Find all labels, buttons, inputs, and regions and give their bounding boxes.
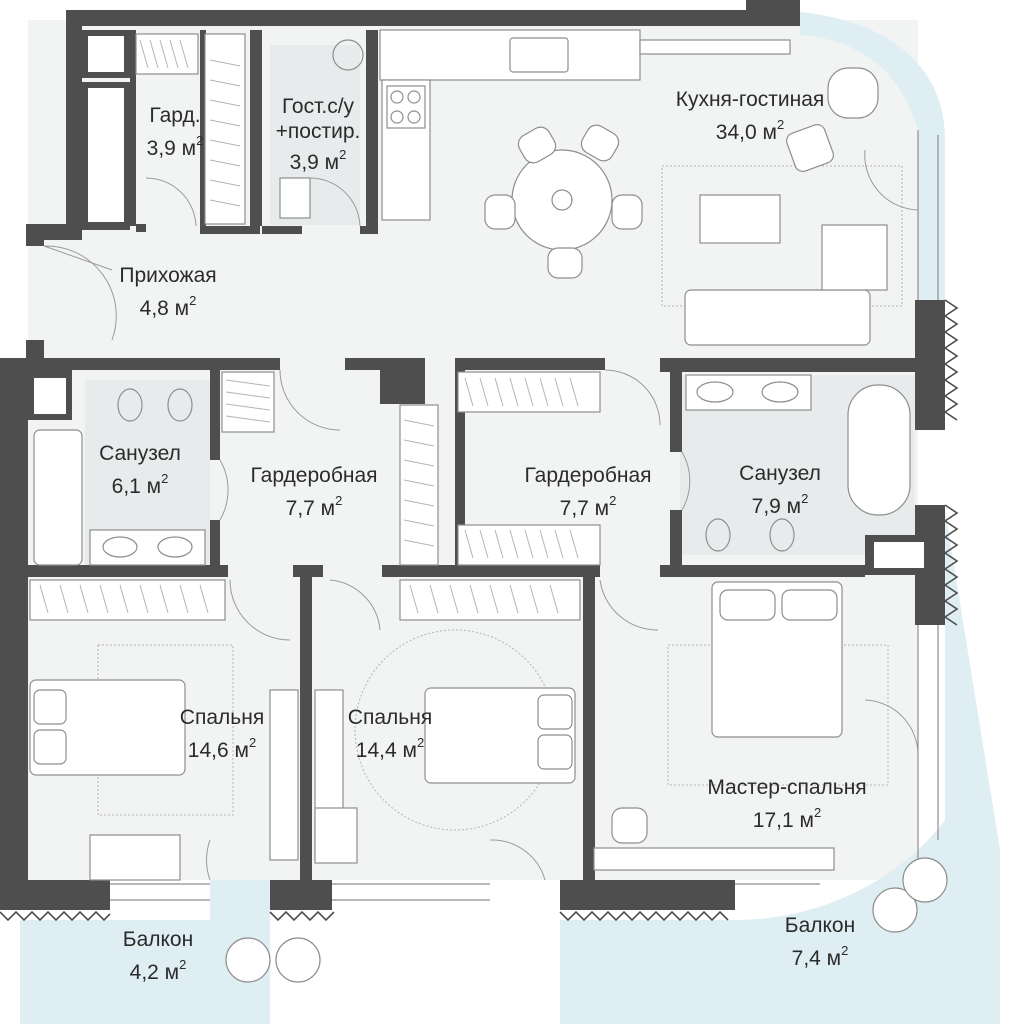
room-area: 7,7 м2 [285, 493, 343, 520]
room-label-bedroom1: Спальня 14,6 м2 [180, 704, 264, 764]
room-name: Балкон [122, 928, 194, 951]
room-name: Гард. [149, 104, 201, 127]
room-name: Гардеробная [524, 464, 652, 487]
room-area: 14,4 м2 [355, 735, 425, 762]
room-label-bath2: Санузел 7,9 м2 [739, 460, 821, 520]
room-name: Санузел [99, 442, 181, 465]
room-area: 14,6 м2 [187, 735, 257, 762]
room-area: 34,0 м2 [715, 117, 785, 144]
room-name: Спальня [347, 706, 433, 729]
room-area: 7,4 м2 [791, 943, 849, 970]
room-name: Кухня-гостиная [675, 88, 825, 111]
room-area: 7,9 м2 [751, 491, 809, 518]
room-name: Гардеробная [250, 464, 378, 487]
room-label-bedroom2: Спальня 14,4 м2 [348, 704, 432, 764]
kitchen-furniture [379, 29, 888, 346]
room-area: 4,8 м2 [139, 293, 197, 320]
room-name: Балкон [784, 914, 856, 937]
room-label-wardrobe2: Гардеробная 7,7 м2 [524, 462, 651, 522]
room-label-kitchen: Кухня-гостиная 34,0 м2 [676, 86, 825, 146]
room-name-line1: Гост.с/у [281, 95, 355, 118]
room-label-bath1: Санузел 6,1 м2 [99, 440, 181, 500]
room-area: 6,1 м2 [111, 471, 169, 498]
room-area: 3,9 м2 [289, 147, 347, 174]
room-label-balcony1: Балкон 4,2 м2 [123, 926, 193, 986]
windows [110, 130, 939, 901]
room-area: 4,2 м2 [129, 957, 187, 984]
room-label-wardrobe1: Гардеробная 7,7 м2 [250, 462, 377, 522]
room-label-hall: Прихожая 4,8 м2 [119, 262, 216, 322]
room-label-balcony2: Балкон 7,4 м2 [785, 912, 855, 972]
doors [43, 149, 919, 881]
room-name: Спальня [179, 706, 265, 729]
room-label-master-bedroom: Мастер-спальня 17,1 м2 [707, 774, 866, 834]
room-area: 3,9 м2 [146, 133, 204, 160]
bedroom-furniture [29, 581, 843, 881]
walls [0, 0, 945, 910]
bathroom-fixtures [33, 39, 911, 566]
room-name: Санузел [739, 462, 821, 485]
room-area: 7,7 м2 [559, 493, 617, 520]
room-name: Прихожая [119, 264, 217, 287]
balcony-planters [225, 857, 948, 983]
room-label-gard: Гард. 3,9 м2 [147, 102, 204, 162]
room-name: Мастер-спальня [707, 776, 867, 799]
room-name-line2: +постир. [275, 120, 361, 143]
facade-hatching [0, 299, 959, 922]
room-area: 17,1 м2 [752, 805, 822, 832]
room-label-guest-wc: Гост.с/у +постир. 3,9 м2 [276, 94, 361, 175]
